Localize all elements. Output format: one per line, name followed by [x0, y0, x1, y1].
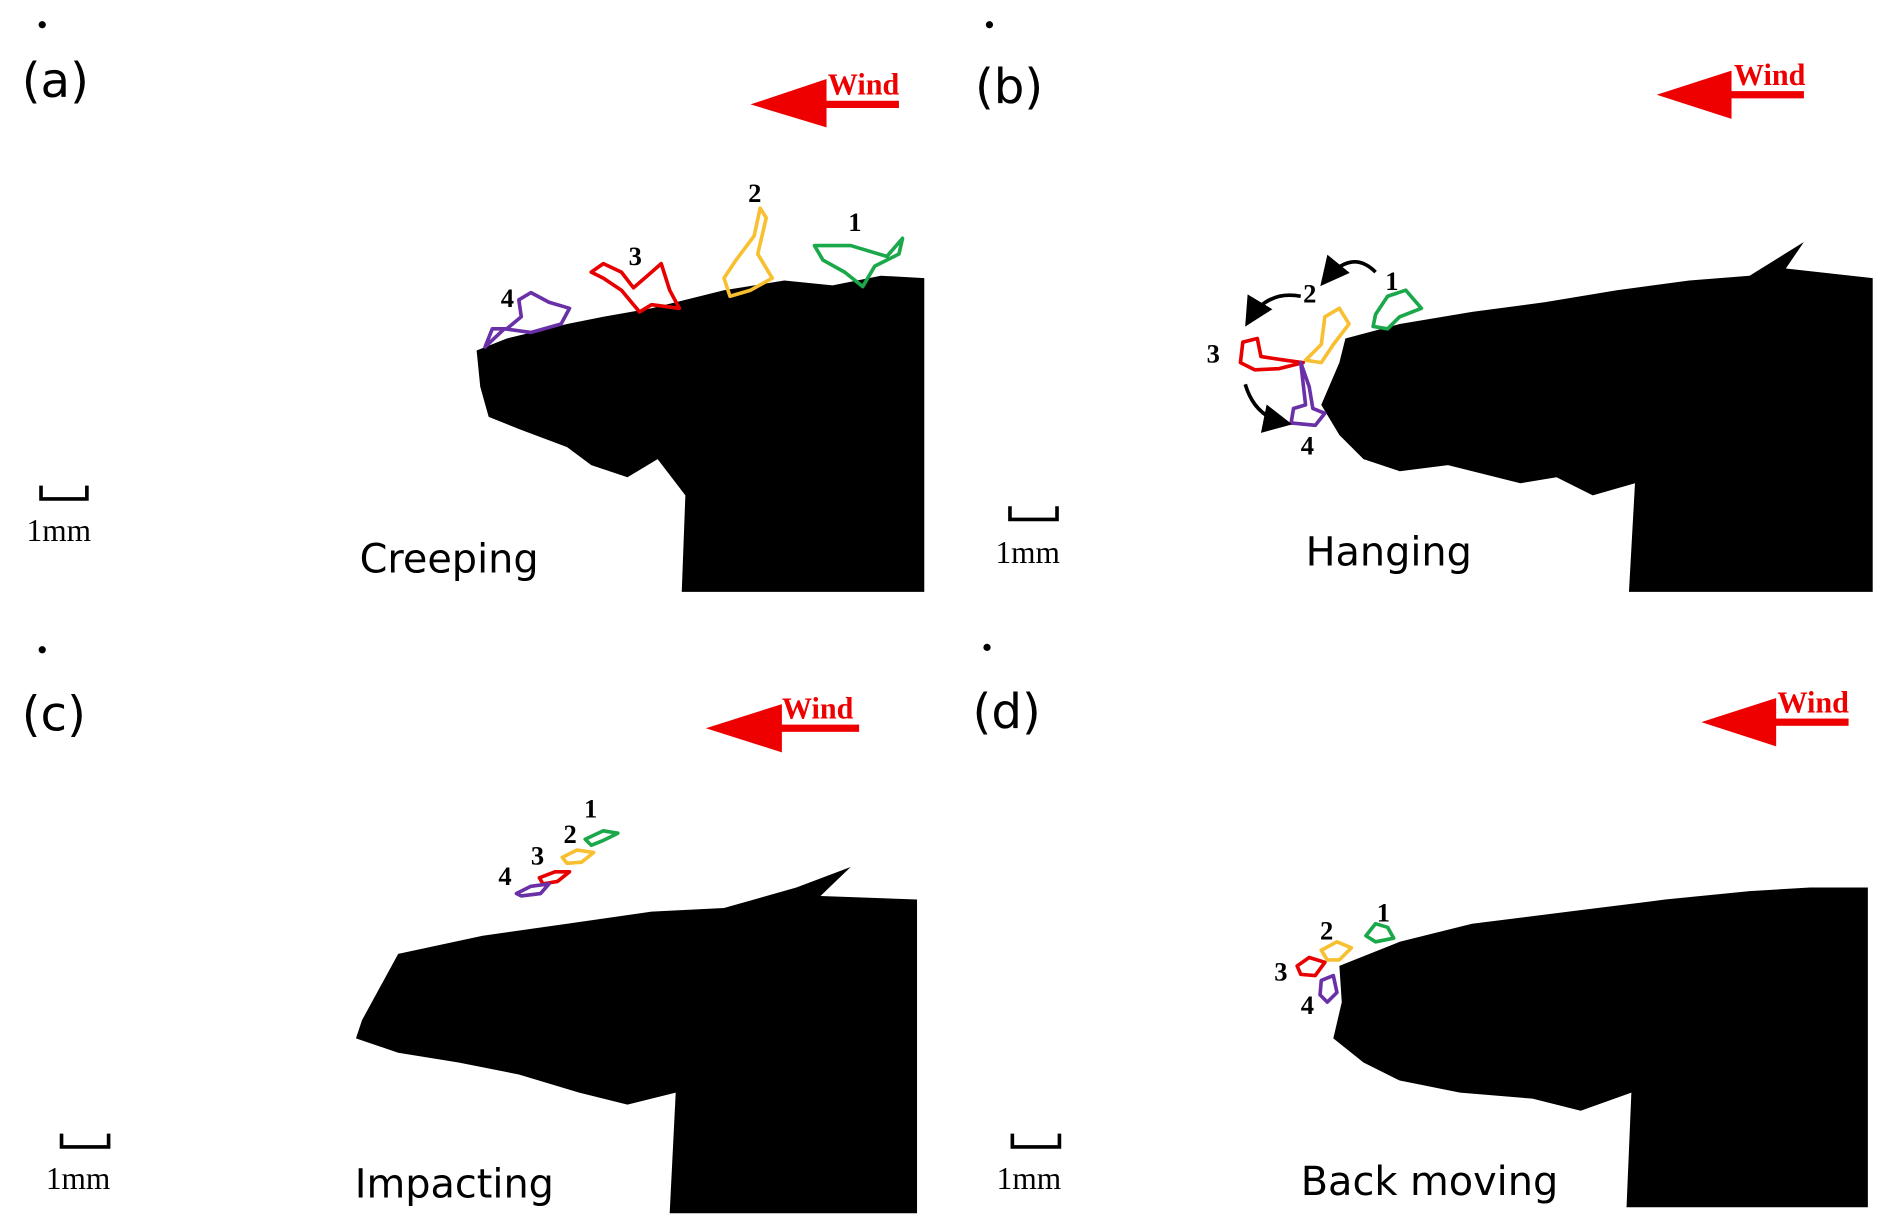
panel-caption: Hanging	[1306, 529, 1472, 575]
wind-label: Wind	[828, 68, 900, 102]
scale-label: 1mm	[46, 1161, 110, 1196]
transition-arrow	[1320, 254, 1377, 287]
transition-arrow	[1245, 293, 1302, 327]
particle-number: 2	[1320, 915, 1333, 945]
wind-arrow: Wind	[1656, 58, 1806, 119]
particle-number: 4	[1301, 430, 1314, 460]
particle-number: 3	[1207, 339, 1220, 369]
panel-caption: Back moving	[1301, 1159, 1558, 1205]
panel-b: (b) Wind 1 2 3 4 1mm Hanging	[975, 21, 1873, 592]
wind-label: Wind	[1777, 686, 1849, 720]
scale-label: 1mm	[27, 513, 91, 548]
wind-arrow: Wind	[1701, 686, 1849, 747]
particle-number: 1	[1377, 897, 1390, 927]
particle-number: 4	[501, 283, 514, 313]
particle-number: 3	[531, 841, 544, 871]
particle-number: 2	[1303, 278, 1316, 308]
transition-arrow	[1243, 383, 1293, 433]
particle-number: 4	[498, 861, 511, 891]
particle-number: 1	[584, 794, 597, 824]
particle-number: 1	[1385, 266, 1398, 296]
wind-label: Wind	[1734, 58, 1806, 92]
panel-a: (a) Wind 1 2 3 4 1mm Creeping	[22, 21, 925, 592]
wind-arrow: Wind	[750, 68, 900, 128]
wind-arrow: Wind	[705, 692, 860, 753]
ice-blob	[1333, 887, 1868, 1208]
particle-number: 2	[563, 819, 576, 849]
panel-c: (c) Wind 1 2 3 4 1mm Impacting	[22, 646, 918, 1214]
panel-label: (c)	[22, 687, 86, 743]
scale-bar	[1010, 1133, 1062, 1149]
panel-label: (b)	[975, 59, 1043, 115]
ice-blob	[476, 275, 925, 592]
scale-bar	[39, 485, 89, 501]
ice-blob	[355, 866, 918, 1214]
scale-bar	[1008, 506, 1059, 522]
wind-label: Wind	[782, 692, 854, 726]
scale-label: 1mm	[995, 535, 1059, 570]
panel-caption: Impacting	[355, 1162, 554, 1208]
particle-number: 3	[1274, 956, 1287, 986]
panel-caption: Creeping	[360, 537, 539, 583]
panel-label: (d)	[973, 684, 1041, 740]
panel-label: (a)	[22, 53, 89, 109]
particle-number: 4	[1301, 990, 1314, 1020]
scale-label: 1mm	[997, 1161, 1061, 1196]
particle-number: 3	[629, 241, 642, 271]
panel-d: (d) Wind 1 2 3 4 1mm Back moving	[973, 643, 1868, 1208]
scale-bar	[59, 1133, 111, 1149]
particle-number: 1	[848, 207, 861, 237]
particle-number: 2	[748, 178, 761, 208]
ice-blob	[1321, 241, 1873, 592]
